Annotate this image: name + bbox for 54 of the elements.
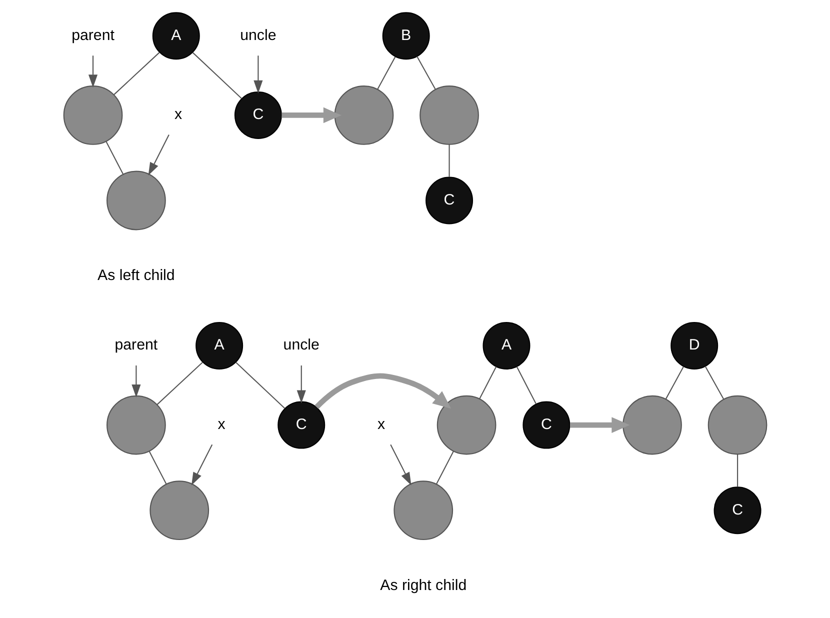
node-text: uncle — [283, 336, 320, 354]
node-circle: B — [382, 12, 430, 60]
node-circle: A — [482, 322, 530, 370]
connector — [192, 52, 242, 99]
node-circle — [106, 395, 166, 455]
connector — [236, 362, 286, 409]
node-circle: C — [522, 401, 570, 449]
connector — [148, 451, 167, 484]
connector — [448, 144, 450, 177]
node-circle — [63, 86, 123, 145]
connector — [665, 366, 684, 400]
connector — [106, 141, 124, 174]
arrow — [314, 373, 452, 409]
connector — [114, 52, 160, 96]
node-text: x — [174, 106, 182, 124]
node-circle — [106, 170, 166, 230]
connector — [156, 362, 203, 405]
node-text: parent — [72, 26, 114, 44]
connector — [436, 451, 454, 484]
arrow — [570, 417, 630, 433]
node-circle — [420, 86, 479, 145]
node-circle: C — [234, 91, 282, 139]
node-circle: D — [670, 322, 718, 370]
node-text: parent — [114, 336, 158, 354]
node-circle — [150, 480, 210, 540]
node-text: x — [377, 416, 386, 434]
label: As right child — [380, 576, 467, 594]
connector — [516, 366, 537, 404]
node-text: x — [218, 416, 226, 434]
connector — [737, 454, 738, 487]
connector — [377, 56, 396, 90]
arrow — [132, 365, 141, 398]
node-circle: A — [196, 322, 244, 370]
node-circle — [436, 395, 496, 455]
connector — [479, 366, 497, 400]
arrow — [296, 365, 306, 404]
node-circle — [708, 395, 768, 455]
node-circle: A — [152, 12, 200, 60]
node-text: uncle — [240, 26, 276, 44]
connector — [416, 56, 436, 90]
node-circle: C — [278, 401, 326, 449]
node-circle — [394, 480, 454, 540]
node-circle — [334, 86, 394, 145]
arrow — [254, 56, 263, 94]
node-circle: C — [714, 486, 762, 534]
arrow — [191, 444, 213, 486]
arrow — [88, 56, 98, 88]
arrow — [148, 134, 170, 176]
node-circle — [622, 395, 682, 455]
arrow — [390, 444, 412, 486]
label: As left child — [98, 267, 175, 284]
connector — [704, 366, 724, 400]
arrow — [282, 107, 342, 124]
node-circle: C — [426, 176, 474, 224]
